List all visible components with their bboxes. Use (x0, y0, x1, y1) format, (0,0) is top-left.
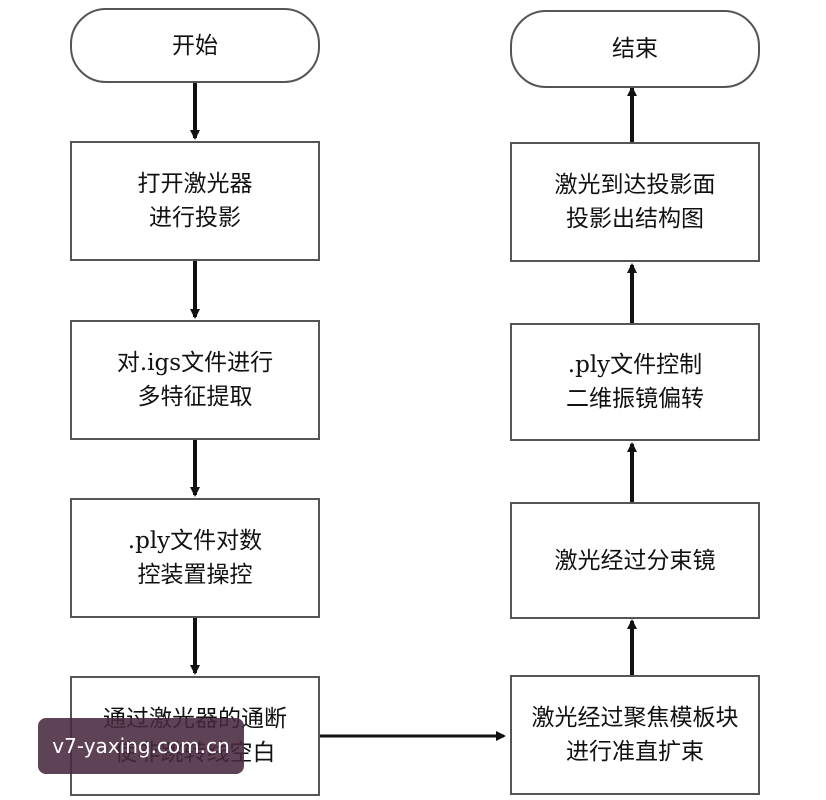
watermark-badge: v7-yaxing.com.cn (38, 718, 244, 774)
step-galvo-deflection: .ply文件控制 二维振镜偏转 (510, 323, 760, 441)
step-projection-surface: 激光到达投影面 投影出结构图 (510, 142, 760, 262)
step-ply-control: .ply文件对数 控装置操控 (70, 498, 320, 618)
step-ply-control-label: .ply文件对数 控装置操控 (127, 528, 263, 588)
step-open-laser-label: 打开激光器 进行投影 (137, 171, 253, 231)
watermark-text: v7-yaxing.com.cn (52, 734, 230, 758)
step-focus-collimation-label: 激光经过聚焦模板块 进行准直扩束 (531, 705, 739, 765)
step-projection-surface-label: 激光到达投影面 投影出结构图 (554, 172, 716, 232)
end-label: 结束 (612, 36, 658, 62)
end-terminal: 结束 (510, 10, 760, 88)
step-focus-collimation: 激光经过聚焦模板块 进行准直扩束 (510, 675, 760, 795)
step-galvo-deflection-label: .ply文件控制 二维振镜偏转 (566, 352, 704, 412)
step-feature-extraction-label: 对.igs文件进行 多特征提取 (116, 350, 274, 410)
step-beam-splitter: 激光经过分束镜 (510, 502, 760, 619)
step-feature-extraction: 对.igs文件进行 多特征提取 (70, 320, 320, 440)
step-open-laser: 打开激光器 进行投影 (70, 141, 320, 261)
start-label: 开始 (172, 32, 218, 59)
step-beam-splitter-label: 激光经过分束镜 (554, 547, 716, 574)
start-terminal: 开始 (70, 8, 320, 83)
